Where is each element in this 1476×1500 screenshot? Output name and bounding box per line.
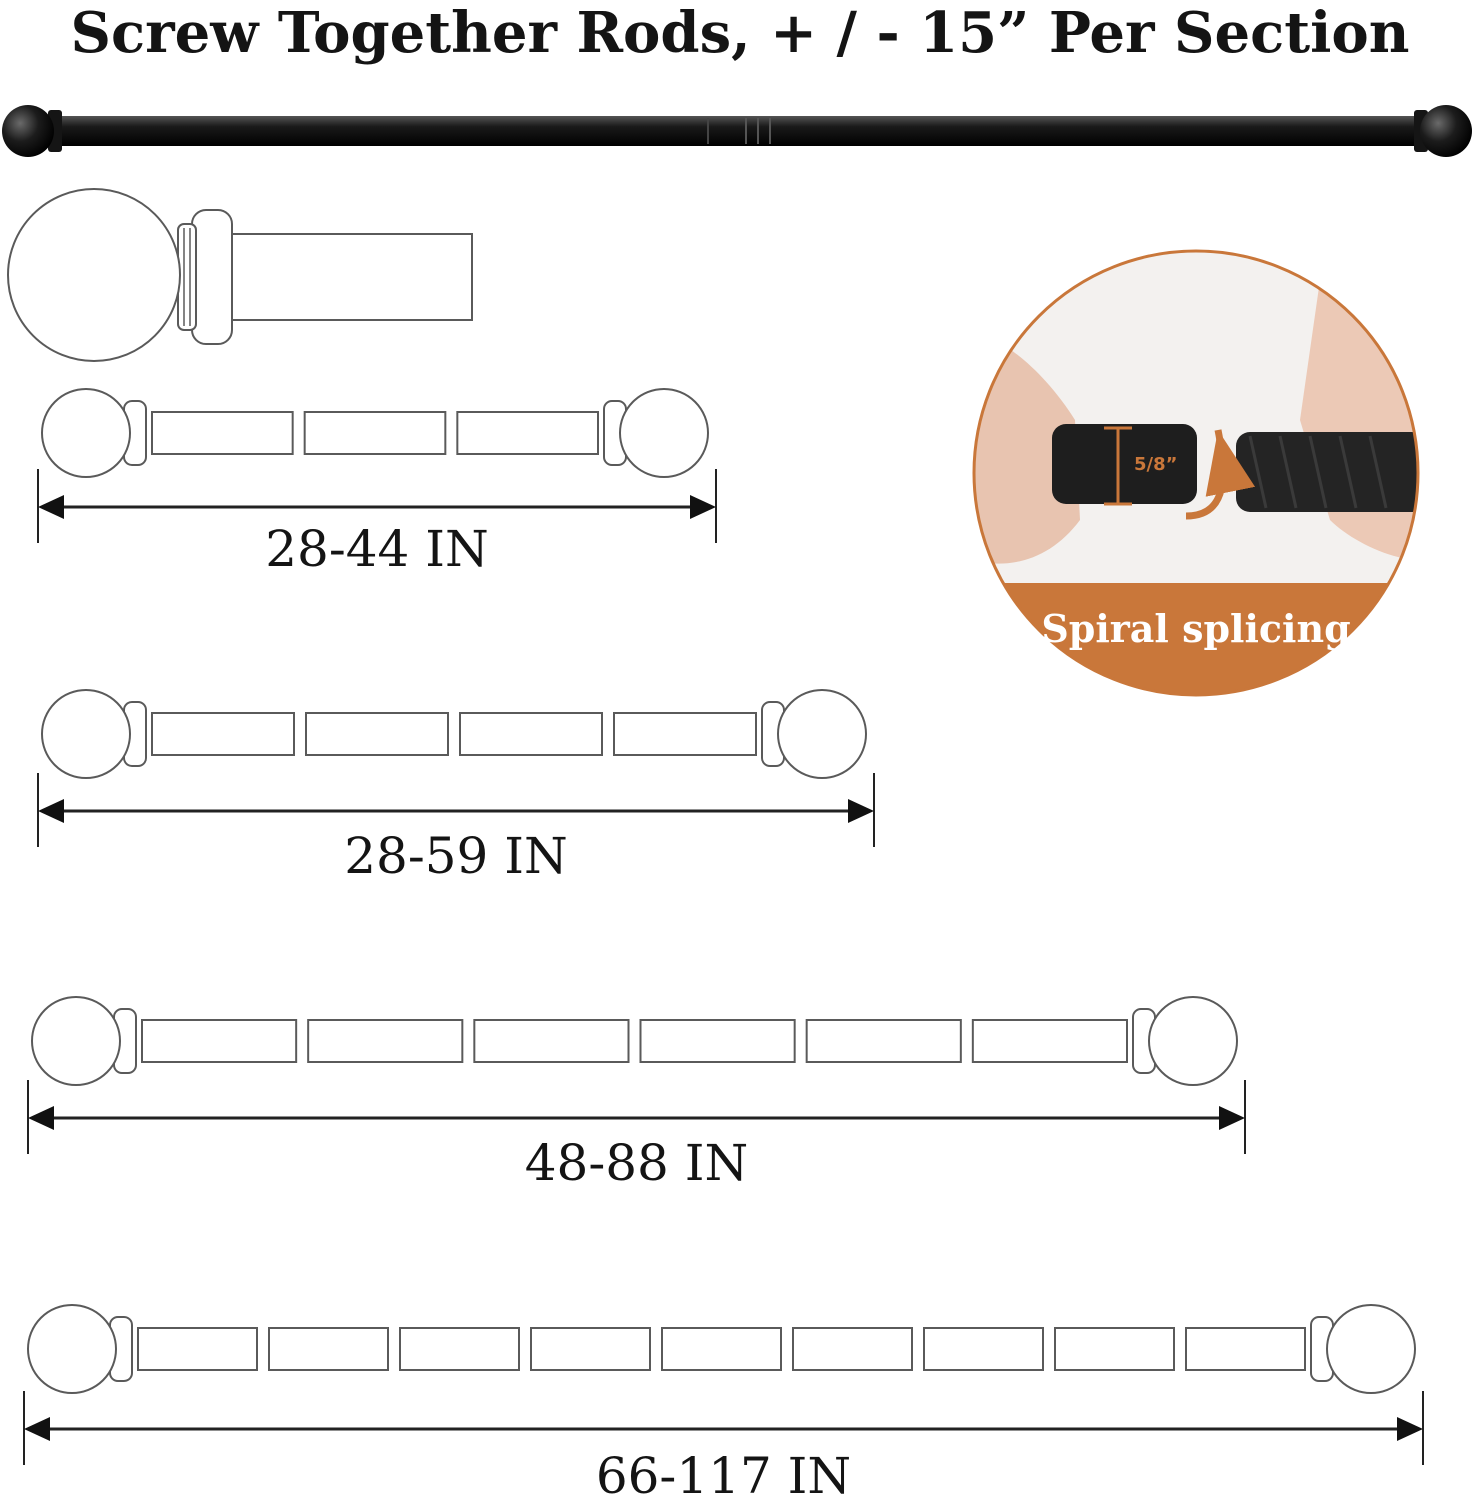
rod-section: [923, 1327, 1044, 1371]
rod-section: [151, 712, 295, 756]
hand-icon: [974, 330, 1080, 564]
finial-ball: [27, 1304, 117, 1394]
rod-config: 28-44 IN: [37, 388, 717, 578]
rod-section: [151, 411, 294, 455]
rod-section: [639, 1019, 796, 1063]
rod-section: [530, 1327, 651, 1371]
photo-caption: Spiral splicing: [1041, 606, 1350, 651]
rod-section: [805, 1019, 962, 1063]
rod-section: [661, 1327, 782, 1371]
length-range-label: 66-117 IN: [596, 1447, 851, 1500]
arrowhead-right: [690, 495, 716, 519]
arrowhead-left: [38, 799, 64, 823]
rod-section: [459, 712, 603, 756]
finial-ball: [1326, 1304, 1416, 1394]
rod-section: [1185, 1327, 1306, 1371]
spiral-splicing-photo: 5/8” Spiral splicing: [972, 249, 1420, 697]
rod-section: [399, 1327, 520, 1371]
finial-ball: [41, 689, 131, 779]
arrowhead-right: [1397, 1417, 1423, 1441]
rod-config: 48-88 IN: [27, 996, 1246, 1192]
arrowhead-left: [24, 1417, 50, 1441]
rod-section: [141, 1019, 298, 1063]
rod-section: [971, 1019, 1128, 1063]
arrowhead-left: [38, 495, 64, 519]
finial-ball: [1148, 996, 1238, 1086]
finial-ball: [41, 388, 131, 478]
finial-detail: [7, 188, 473, 362]
rod-section: [268, 1327, 389, 1371]
rod-section: [137, 1327, 258, 1371]
page-title: Screw Together Rods, + / - 15” Per Secti…: [71, 0, 1410, 66]
right-finial-ball: [1420, 105, 1472, 157]
rod-section: [792, 1327, 913, 1371]
rod-configurations: 28-44 IN 28-59 IN 48-88 IN 66-117 IN: [23, 388, 1424, 1500]
rod-section: [305, 712, 449, 756]
arrowhead-right: [848, 799, 874, 823]
rod-section: [456, 411, 600, 455]
finial-ball: [619, 388, 709, 478]
rod-config: 28-59 IN: [37, 689, 875, 885]
rod-section-icon: [1052, 424, 1197, 504]
rotate-arrow-icon: [1185, 429, 1256, 520]
arrowhead-right: [1219, 1106, 1245, 1130]
arrowhead-left: [28, 1106, 54, 1130]
finial-ball: [31, 996, 121, 1086]
length-range-label: 28-59 IN: [344, 827, 568, 885]
length-range-label: 48-88 IN: [525, 1134, 749, 1192]
length-range-label: 28-44 IN: [265, 520, 489, 578]
product-rod: [2, 105, 1472, 157]
rod-section: [307, 1019, 464, 1063]
rod-section: [303, 411, 447, 455]
finial-ball: [777, 689, 867, 779]
rod-section: [613, 712, 757, 756]
rod-config: 66-117 IN: [23, 1304, 1424, 1500]
rod-section: [473, 1019, 630, 1063]
rod-section: [1054, 1327, 1175, 1371]
left-finial-ball: [2, 105, 54, 157]
diameter-label: 5/8”: [1134, 454, 1177, 475]
